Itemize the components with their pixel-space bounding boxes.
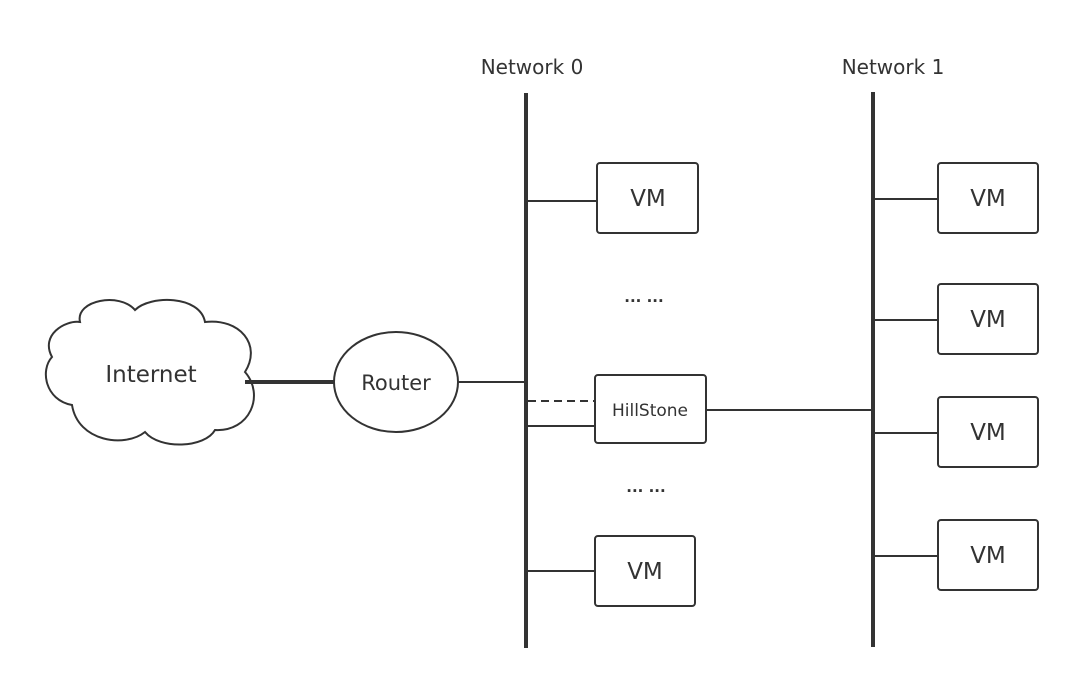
vm-box bbox=[937, 396, 1039, 468]
vm-label: VM bbox=[970, 420, 1006, 446]
vm-box bbox=[937, 283, 1039, 355]
vm-label: VM bbox=[970, 186, 1006, 212]
vm-box bbox=[596, 162, 699, 234]
network1-vm-2: VM bbox=[937, 283, 1039, 355]
network1-vm-1: VM bbox=[937, 162, 1039, 234]
hillstone-node: HillStone bbox=[594, 374, 707, 444]
vm-box bbox=[594, 535, 696, 607]
internet-label: Internet bbox=[105, 362, 196, 388]
vm-label: VM bbox=[970, 543, 1006, 569]
router-label: Router bbox=[361, 371, 431, 395]
hillstone-label: HillStone bbox=[612, 401, 688, 421]
vm-label: VM bbox=[627, 559, 663, 585]
router-node: Router bbox=[333, 331, 459, 433]
vm-label: VM bbox=[630, 186, 666, 212]
network1-vm-3: VM bbox=[937, 396, 1039, 468]
network1-vm-4: VM bbox=[937, 519, 1039, 591]
vm-box bbox=[937, 162, 1039, 234]
ellipsis-top: ... ... bbox=[624, 288, 663, 306]
ellipsis-bottom: ... ... bbox=[626, 478, 665, 496]
cloud-icon bbox=[44, 298, 255, 446]
network0-vm-top: VM bbox=[596, 162, 699, 234]
internet-cloud: Internet bbox=[44, 298, 255, 446]
network-0-label: Network 0 bbox=[481, 55, 584, 79]
network-1-label: Network 1 bbox=[842, 55, 945, 79]
vm-label: VM bbox=[970, 307, 1006, 333]
network0-vm-bottom: VM bbox=[594, 535, 696, 607]
vm-box bbox=[937, 519, 1039, 591]
